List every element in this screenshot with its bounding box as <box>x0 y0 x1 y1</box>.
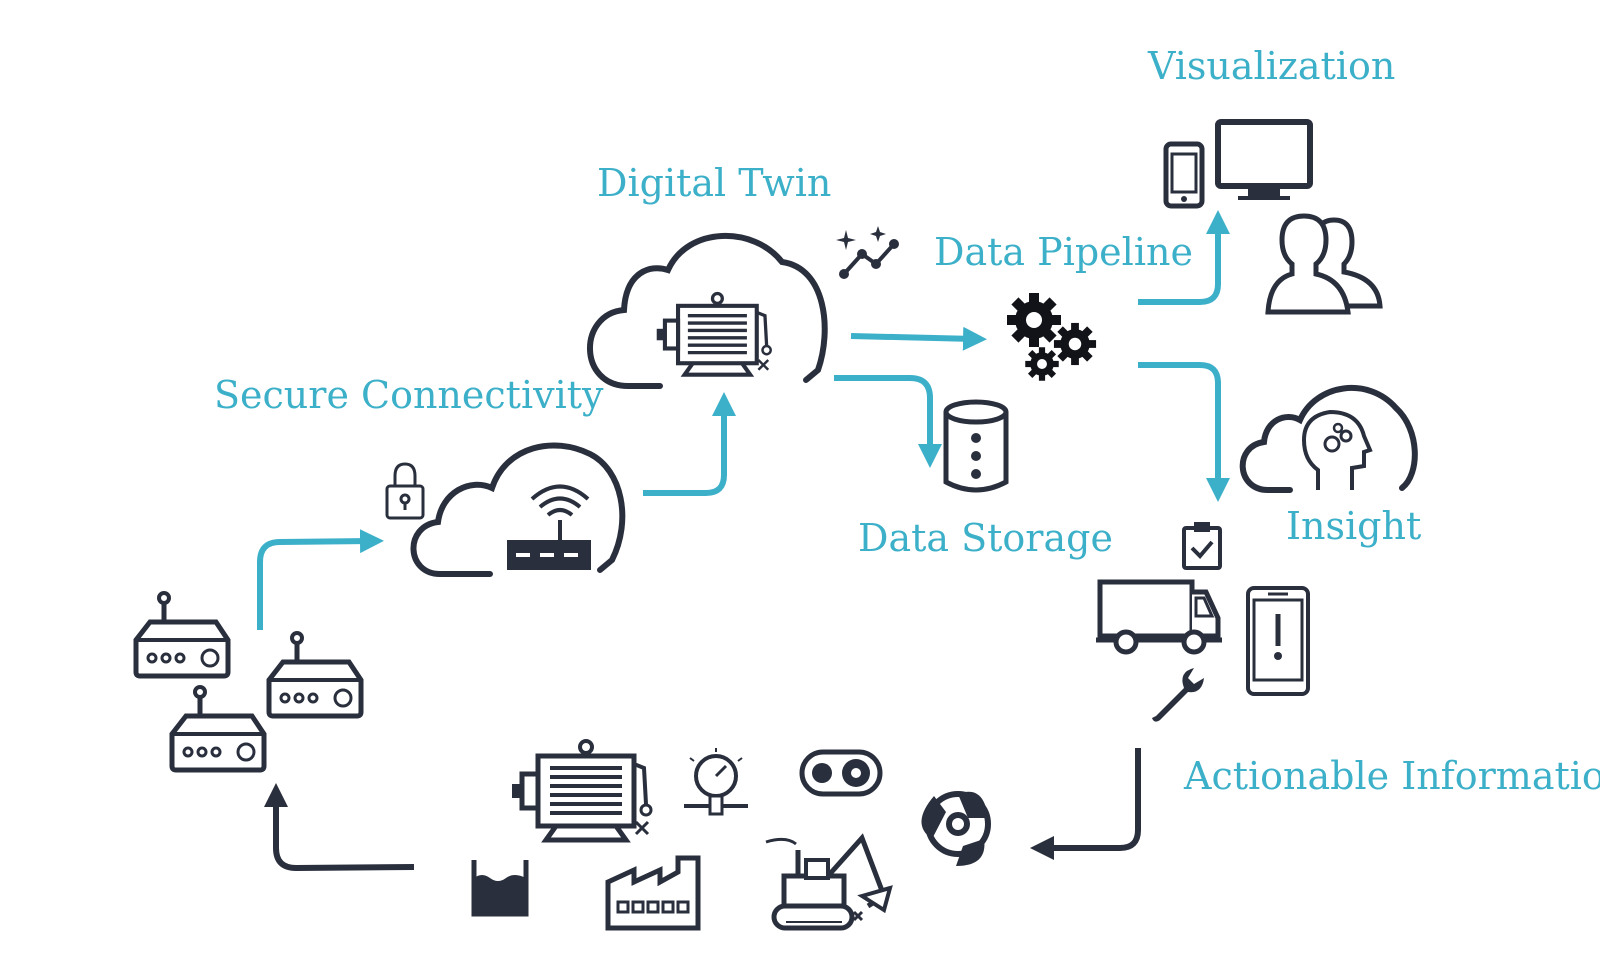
sparkle-chart-icon <box>836 226 899 279</box>
arrow-twin-to-pipeline <box>850 326 987 351</box>
label-visualization: Visualization <box>1148 44 1396 88</box>
cloud-router-icon <box>410 442 626 577</box>
label-data-pipeline: Data Pipeline <box>934 230 1193 274</box>
alert-phone-icon <box>1246 586 1310 696</box>
delivery-truck-icon <box>1096 579 1222 655</box>
arrow-actionable-to-assets <box>1030 748 1141 860</box>
arrow-twin-to-storage <box>834 375 942 468</box>
monitor-icon <box>1215 119 1313 200</box>
conveyor-icon <box>799 749 883 797</box>
smartphone-icon <box>1163 141 1205 209</box>
arrow-pipeline-to-visualization <box>1138 210 1230 305</box>
label-data-storage: Data Storage <box>858 516 1113 560</box>
router-icon <box>136 593 228 676</box>
label-insight: Insight <box>1286 504 1422 548</box>
motor-icon <box>512 741 651 840</box>
tank-icon <box>471 860 529 917</box>
arrow-routers-to-connectivity <box>257 529 384 630</box>
factory-icon <box>605 855 701 931</box>
cloud-brain-icon <box>1239 384 1418 493</box>
label-digital-twin: Digital Twin <box>597 161 832 205</box>
gears-icon <box>1007 293 1097 381</box>
excavator-icon <box>765 833 893 931</box>
router-icon <box>269 633 361 716</box>
cloud-motor-icon <box>587 232 828 389</box>
arrow-pipeline-to-insight <box>1138 362 1230 502</box>
arrow-connectivity-to-twin <box>643 392 736 496</box>
users-icon <box>1265 213 1383 315</box>
database-icon <box>943 399 1009 493</box>
arrow-assets-to-routers <box>264 783 415 872</box>
clipboard-check-icon <box>1182 522 1222 570</box>
label-actionable-information: Actionable Information <box>1184 754 1600 798</box>
router-icon <box>172 687 264 770</box>
wrench-icon <box>1152 668 1204 722</box>
label-secure-connectivity: Secure Connectivity <box>214 373 604 417</box>
pressure-gauge-icon <box>684 748 748 816</box>
fan-icon <box>921 791 991 866</box>
lock-icon <box>385 462 425 520</box>
